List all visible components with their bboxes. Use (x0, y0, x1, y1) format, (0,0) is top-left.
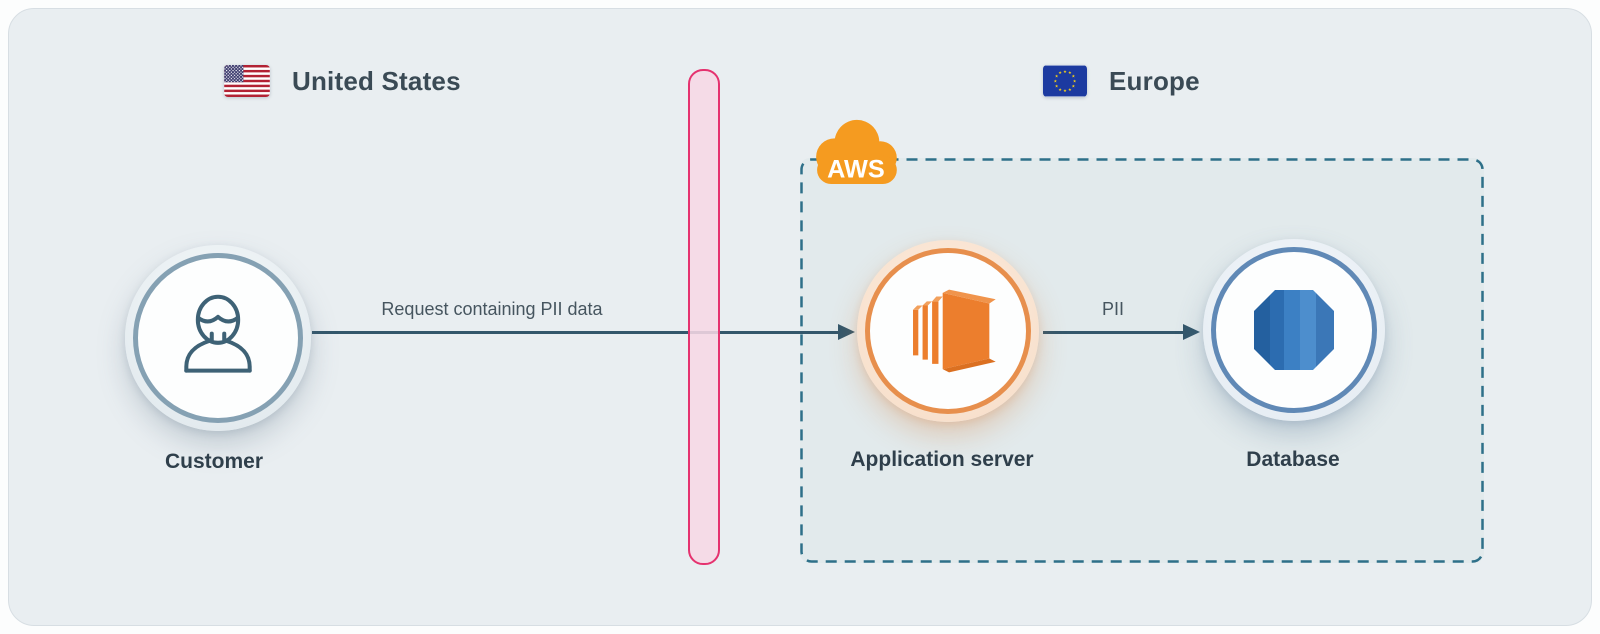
eu-region-header: ★★ ★★ ★★ ★★ ★★ ★★ Europe (1043, 64, 1200, 98)
svg-text:★: ★ (1055, 83, 1059, 88)
application-server-node-ring (865, 248, 1031, 414)
svg-text:★: ★ (1068, 70, 1072, 75)
svg-text:★: ★ (1053, 78, 1057, 83)
pii-arrow-head (1183, 324, 1200, 340)
aws-badge-label: AWS (827, 155, 885, 183)
application-server-label: Application server (850, 448, 1034, 471)
svg-text:★: ★ (1058, 70, 1062, 75)
person-icon (184, 294, 252, 373)
us-region-header: United States (224, 64, 461, 98)
dashed-border (800, 158, 1484, 563)
us-flag-icon (224, 65, 270, 97)
svg-text:★: ★ (1058, 87, 1062, 92)
request-arrow-line (312, 331, 840, 334)
customer-node (125, 245, 311, 431)
svg-text:★: ★ (1063, 88, 1067, 93)
request-arrow-head (838, 324, 855, 340)
aws-cloud-icon: AWS (806, 116, 904, 186)
ec2-server-icon (913, 289, 996, 373)
pii-arrow-line (1043, 331, 1185, 334)
svg-text:★: ★ (1063, 69, 1067, 74)
svg-text:★: ★ (1071, 83, 1075, 88)
database-node (1203, 239, 1385, 421)
eu-flag-icon: ★★ ★★ ★★ ★★ ★★ ★★ (1043, 65, 1087, 97)
customer-label: Customer (164, 450, 264, 473)
request-flow-label: Request containing PII data (381, 299, 603, 319)
svg-text:★: ★ (1071, 74, 1075, 79)
rds-database-icon (1254, 290, 1334, 370)
us-region-title: United States (292, 65, 461, 96)
database-label: Database (1246, 448, 1340, 471)
pii-flow-label: PII (1101, 299, 1124, 319)
svg-text:★: ★ (1068, 87, 1072, 92)
eu-region-title: Europe (1109, 65, 1200, 96)
svg-text:★: ★ (1073, 78, 1077, 83)
database-node-ring (1211, 247, 1377, 413)
customer-node-ring (133, 253, 303, 423)
data-barrier (688, 69, 720, 565)
application-server-node (857, 240, 1039, 422)
svg-text:★: ★ (1055, 74, 1059, 79)
